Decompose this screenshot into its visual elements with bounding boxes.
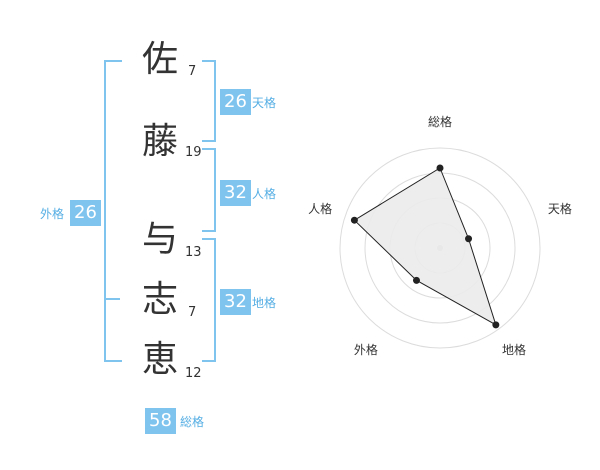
tenkaku-bracket	[202, 60, 216, 142]
name-char-5: 恵	[141, 339, 178, 380]
soukaku-label: 総格	[180, 415, 205, 429]
chikaku-bracket	[202, 238, 216, 362]
chikaku-value: 32	[220, 289, 251, 315]
jinkaku-value: 32	[220, 180, 251, 206]
radar-point-2	[492, 321, 500, 329]
name-char-2: 藤	[141, 121, 178, 162]
name-char-4: 志	[141, 279, 178, 320]
name-char-3: 与	[141, 219, 178, 260]
tenkaku-value: 26	[220, 89, 251, 115]
chikaku-label: 地格	[252, 296, 277, 310]
radar-axis-label-2: 地格	[502, 342, 526, 357]
stroke-count-2: 19	[185, 145, 202, 160]
stroke-count-3: 13	[185, 245, 202, 260]
radar-points	[350, 164, 500, 329]
radar-area	[353, 167, 497, 326]
stroke-count-1: 7	[188, 64, 197, 79]
radar-point-4	[350, 216, 358, 224]
jinkaku-label: 人格	[252, 187, 277, 201]
gaikaku-value: 26	[70, 200, 101, 226]
radar-axis-label-3: 外格	[354, 342, 378, 357]
radar-point-1	[465, 235, 473, 243]
radar-axis-label-0: 総格	[428, 114, 452, 129]
gaikaku-bracket	[104, 60, 122, 362]
radar-axis-label-1: 天格	[548, 201, 572, 216]
name-char-1: 佐	[141, 39, 178, 80]
tenkaku-label: 天格	[252, 96, 277, 110]
radar-point-3	[412, 276, 420, 284]
radar-axis-label-4: 人格	[308, 201, 332, 216]
radar-point-0	[436, 164, 444, 172]
stroke-count-5: 12	[185, 366, 202, 381]
gaikaku-inner-bracket	[104, 298, 120, 300]
gaikaku-label: 外格	[40, 207, 65, 221]
stroke-count-4: 7	[188, 305, 197, 320]
soukaku-value: 58	[145, 408, 176, 434]
jinkaku-bracket	[202, 148, 216, 232]
radar-ring-4	[339, 147, 541, 349]
